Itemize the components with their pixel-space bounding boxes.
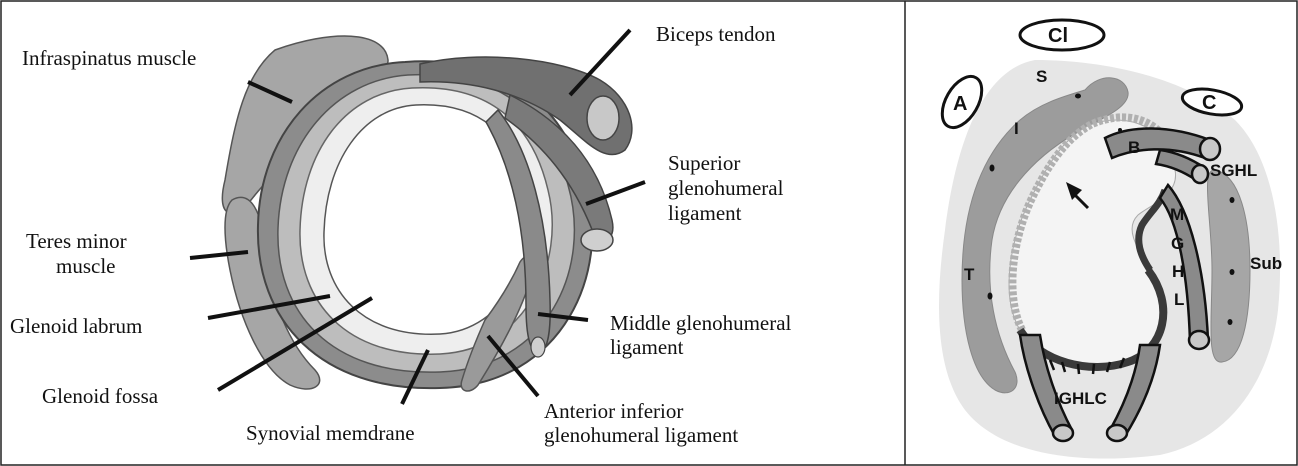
ighlc-left-end: [1053, 425, 1073, 441]
label-glenoid-fossa: Glenoid fossa: [42, 384, 159, 408]
label-mghl-m: M: [1170, 205, 1184, 224]
label-a: A: [953, 93, 967, 115]
label-superior-ghl-line1: Superior: [668, 151, 740, 175]
label-mghl-l: L: [1174, 290, 1184, 309]
label-infraspinatus: Infraspinatus muscle: [22, 46, 196, 70]
label-synovial-membrane: Synovial memdrane: [246, 421, 415, 445]
label-teres-minor-line2: muscle: [56, 254, 115, 278]
biceps-tendon-b-end: [1200, 138, 1220, 160]
label-mghl-h: H: [1172, 262, 1184, 281]
label-glenoid-labrum: Glenoid labrum: [10, 314, 142, 338]
ighlc-right-end: [1107, 425, 1127, 441]
biceps-tendon-end: [587, 96, 619, 140]
label-s: S: [1036, 67, 1047, 86]
label-superior-ghl-line2: glenohumeral: [668, 176, 784, 200]
label-t: T: [964, 265, 975, 284]
label-biceps-tendon: Biceps tendon: [656, 22, 776, 46]
label-mghl-g: G: [1171, 234, 1184, 253]
label-middle-ghl-line2: ligament: [610, 335, 684, 359]
label-middle-ghl-line1: Middle glenohumeral: [610, 311, 792, 335]
label-cl: Cl: [1048, 25, 1068, 47]
label-teres-minor-line1: Teres minor: [26, 229, 127, 253]
label-anterior-inferior-ghl-line2: glenohumeral ligament: [544, 423, 738, 447]
sghl-tube-end: [1192, 165, 1208, 183]
label-sub: Sub: [1250, 254, 1282, 273]
label-c: C: [1202, 92, 1216, 114]
label-i: I: [1014, 119, 1019, 138]
mghl-tube-end: [1189, 331, 1209, 349]
label-b: B: [1128, 138, 1140, 157]
label-superior-ghl-line3: ligament: [668, 201, 742, 225]
label-sghl: SGHL: [1210, 161, 1257, 180]
middle-ligament-end: [531, 337, 545, 357]
label-anterior-inferior-ghl-line1: Anterior inferior: [544, 399, 683, 423]
superior-ligament-end: [581, 229, 613, 251]
label-ighlc: IGHLC: [1054, 389, 1107, 408]
